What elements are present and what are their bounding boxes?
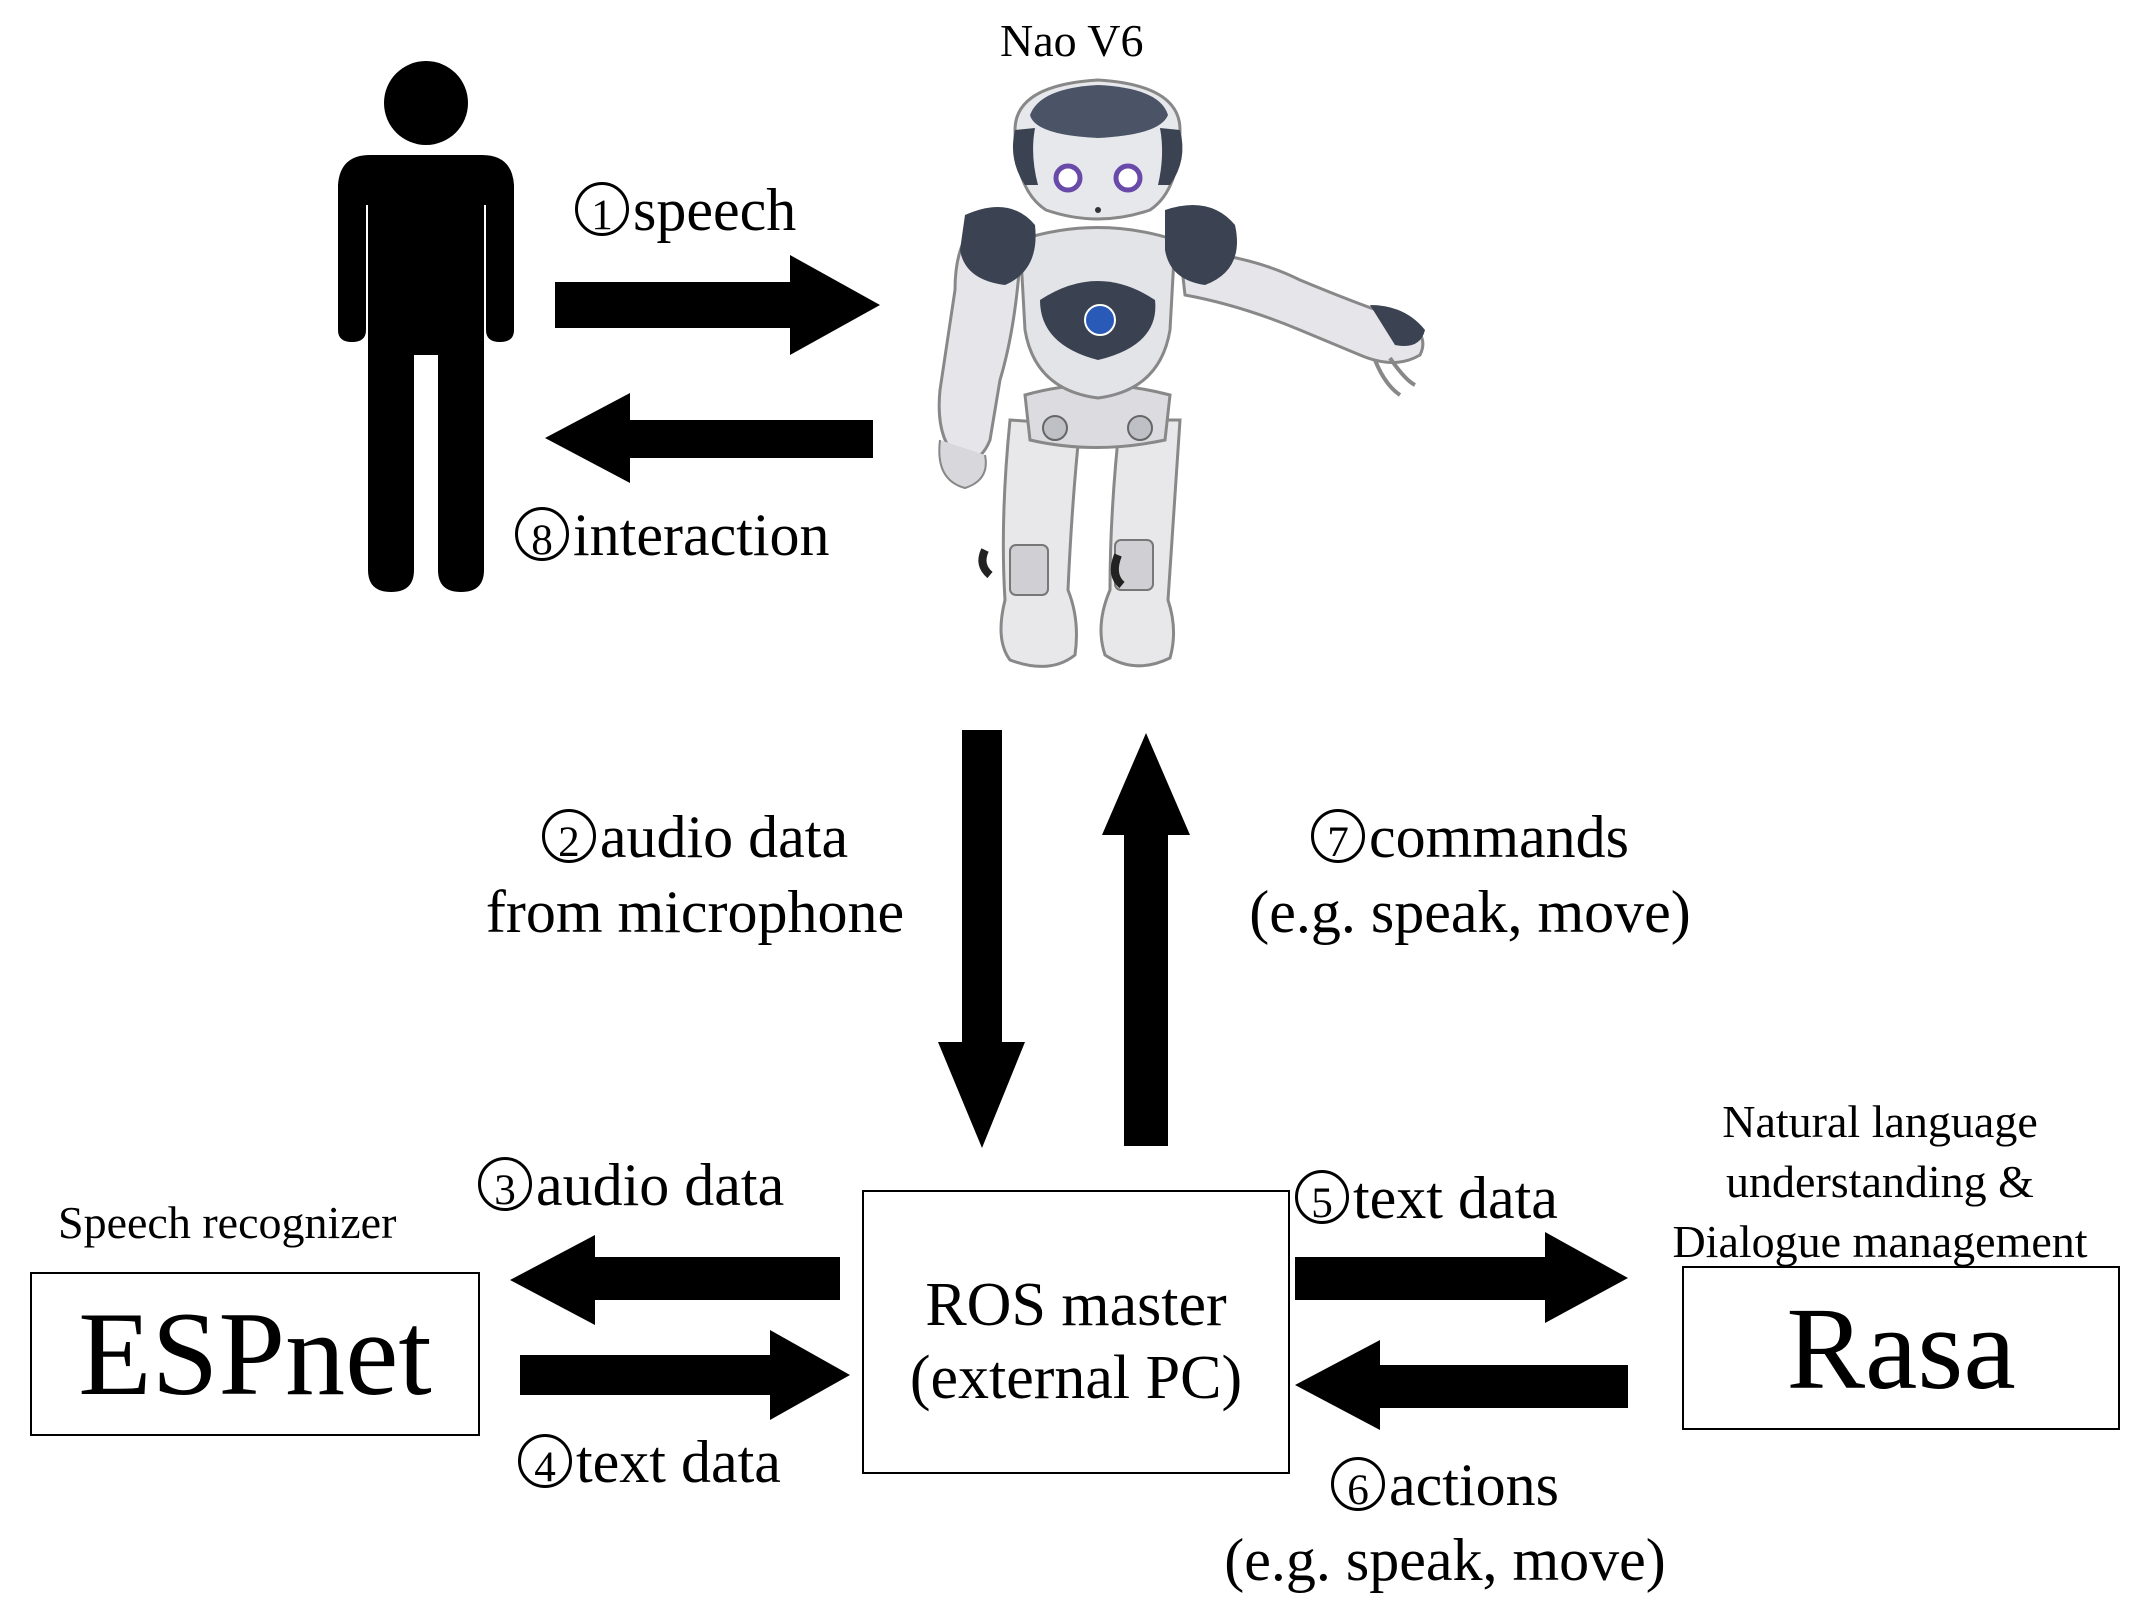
rasa-caption: Natural language understanding & Dialogu… bbox=[1630, 1092, 2130, 1271]
step-subtext: (e.g. speak, move) bbox=[1224, 1527, 1666, 1593]
step-text: text data bbox=[576, 1429, 781, 1495]
espnet-box: ESPnet bbox=[30, 1272, 480, 1436]
nao-robot-image bbox=[937, 78, 1425, 668]
step-number-badge: 4 bbox=[518, 1433, 572, 1491]
step-text: audio data bbox=[599, 804, 849, 870]
rasa-caption-line: understanding & bbox=[1726, 1155, 2034, 1207]
step-number-badge: 5 bbox=[1295, 1169, 1349, 1227]
arrow-audio-to-espnet bbox=[510, 1235, 840, 1325]
arrow-interaction bbox=[545, 393, 873, 483]
step-text: audio data bbox=[536, 1152, 785, 1218]
arrow-commands-up bbox=[1102, 733, 1190, 1146]
step-number-badge: 2 bbox=[541, 808, 596, 866]
step-number-badge: 1 bbox=[575, 181, 629, 239]
step-text: speech bbox=[633, 177, 797, 243]
arrow-text-to-rasa bbox=[1295, 1232, 1628, 1323]
arrow-actions-to-ros bbox=[1295, 1340, 1628, 1430]
rasa-box: Rasa bbox=[1682, 1266, 2120, 1430]
step-text: interaction bbox=[573, 502, 830, 568]
step-text: actions bbox=[1389, 1452, 1559, 1518]
arrow-text-to-ros bbox=[520, 1330, 850, 1420]
step-subtext: (e.g. speak, move) bbox=[1249, 879, 1691, 945]
rasa-caption-line: Natural language bbox=[1722, 1096, 2038, 1147]
ros-master-subtitle: (external PC) bbox=[909, 1344, 1243, 1412]
step-text: commands bbox=[1369, 804, 1629, 870]
arrow-audio-down bbox=[938, 730, 1025, 1148]
arrow-speech bbox=[555, 255, 880, 355]
human-icon bbox=[338, 61, 514, 592]
espnet-name: ESPnet bbox=[78, 1287, 432, 1420]
step-number-badge: 8 bbox=[515, 506, 569, 564]
ros-master-box: ROS master (external PC) bbox=[862, 1190, 1290, 1474]
ros-master-title: ROS master bbox=[925, 1271, 1227, 1339]
step-text: text data bbox=[1353, 1165, 1558, 1231]
rasa-caption-line: Dialogue management bbox=[1672, 1215, 2088, 1267]
robot-name-label: Nao V6 bbox=[1000, 15, 1144, 66]
step-subtext: from microphone bbox=[485, 879, 905, 945]
step-number-badge: 7 bbox=[1311, 808, 1366, 866]
step-number-badge: 6 bbox=[1331, 1456, 1386, 1514]
step-number-badge: 3 bbox=[478, 1156, 532, 1214]
espnet-caption: Speech recognizer bbox=[58, 1197, 397, 1248]
rasa-name: Rasa bbox=[1786, 1283, 2016, 1414]
